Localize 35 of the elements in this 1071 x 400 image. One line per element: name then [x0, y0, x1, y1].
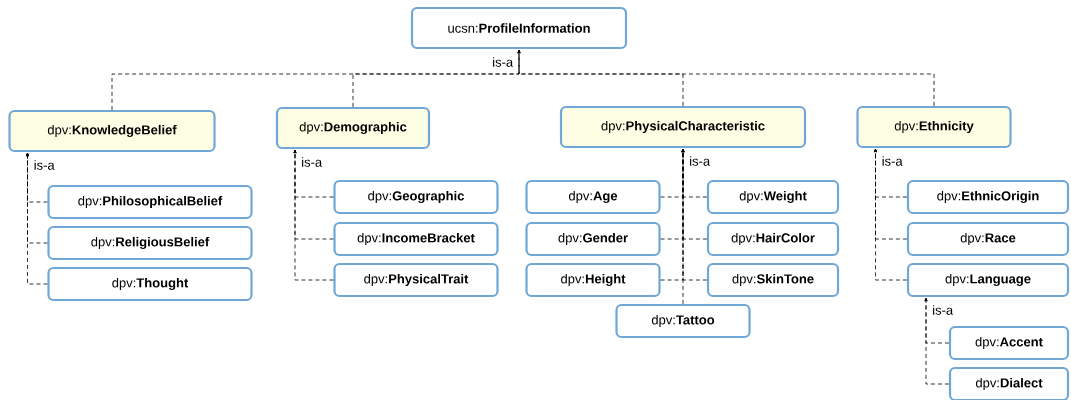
class-box: ucsn:ProfileInformation: [410, 6, 628, 50]
class-box: dpv:PhilosophicalBelief: [47, 184, 253, 220]
class-box: dpv:PhysicalTrait: [333, 262, 499, 298]
arrow: [924, 297, 950, 385]
edge-label: is-a: [32, 159, 56, 171]
class-box: dpv:HairColor: [706, 221, 840, 257]
class-box: dpv:Thought: [47, 266, 253, 302]
class-box: dpv:Ethnicity: [856, 105, 1012, 149]
edge-label: is-a: [880, 155, 904, 167]
class-box: dpv:SkinTone: [706, 262, 840, 298]
class-box: dpv:Weight: [706, 179, 840, 215]
arrow: [293, 149, 334, 281]
arrow: [26, 152, 48, 285]
class-box: dpv:Accent: [948, 325, 1070, 361]
edge-label: is-a: [491, 56, 515, 68]
arrow: [517, 49, 935, 107]
class-box: dpv:Age: [525, 179, 661, 215]
class-box: dpv:ReligiousBelief: [47, 225, 253, 261]
class-box: dpv:Height: [525, 262, 661, 298]
arrow: [874, 148, 908, 281]
class-box: dpv:IncomeBracket: [333, 221, 499, 257]
class-box: dpv:Geographic: [333, 179, 499, 215]
edge-label: is-a: [688, 155, 712, 167]
class-box: dpv:PhysicalCharacteristic: [559, 105, 807, 149]
class-box: dpv:Dialect: [948, 366, 1070, 400]
edge-label: is-a: [931, 304, 955, 316]
class-box: dpv:EthnicOrigin: [906, 179, 1070, 215]
arrow: [681, 148, 685, 305]
class-box: dpv:Race: [906, 221, 1070, 257]
class-box: dpv:Gender: [525, 221, 661, 257]
class-box: dpv:Tattoo: [615, 303, 751, 339]
class-box: dpv:Demographic: [275, 106, 431, 150]
class-box: dpv:KnowledgeBelief: [8, 109, 216, 153]
class-box: dpv:Language: [906, 262, 1070, 298]
edge-label: is-a: [300, 156, 324, 168]
